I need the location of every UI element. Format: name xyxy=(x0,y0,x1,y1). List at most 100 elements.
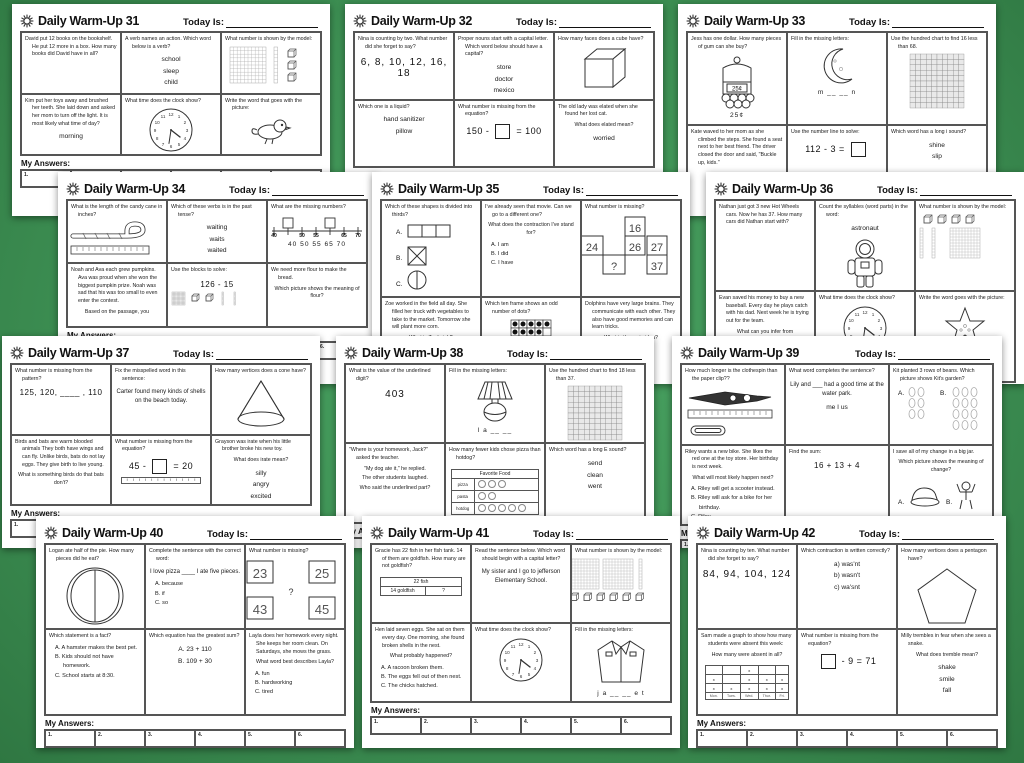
date-input-line[interactable] xyxy=(550,350,642,360)
date-field-group[interactable]: Today Is: xyxy=(849,17,988,28)
answer-choice[interactable]: angry xyxy=(252,481,270,489)
answer-cell[interactable]: 6. xyxy=(947,729,997,747)
date-input-line[interactable] xyxy=(586,186,678,196)
date-field-group[interactable]: Today Is: xyxy=(859,529,998,540)
answer-choice[interactable]: me I us xyxy=(826,403,848,411)
answer-choice[interactable]: hand sanitizer xyxy=(383,116,425,124)
answer-cell[interactable]: 3. xyxy=(145,729,195,747)
date-input-line[interactable] xyxy=(272,186,364,196)
answer-box[interactable] xyxy=(820,653,836,669)
answer-box[interactable] xyxy=(850,141,866,157)
date-field-group[interactable]: Today Is: xyxy=(516,17,655,28)
answer-choice[interactable]: smile xyxy=(939,675,955,683)
answer-choice[interactable]: A. fun xyxy=(255,671,270,678)
date-input-line[interactable] xyxy=(576,530,668,540)
answer-cell[interactable]: 1. xyxy=(697,729,747,747)
answer-choice[interactable]: mexico xyxy=(493,87,515,95)
answer-choice[interactable]: waits xyxy=(209,235,225,243)
answer-cell[interactable]: 4. xyxy=(521,717,571,735)
answer-choice[interactable]: c) wa'snt xyxy=(834,583,860,591)
answer-choice[interactable]: silly xyxy=(255,469,267,477)
answer-cell[interactable]: 2. xyxy=(95,729,145,747)
answer-cell[interactable]: 5. xyxy=(245,729,295,747)
answer-choice[interactable]: B. I did xyxy=(491,250,509,257)
answer-choice[interactable]: A. because xyxy=(155,581,183,588)
date-field-group[interactable]: Today Is: xyxy=(855,349,994,360)
answer-choice[interactable]: sleep xyxy=(163,67,179,75)
answer-choice[interactable]: B. Kids should not have homework. xyxy=(55,654,114,670)
answer-cell[interactable]: 6. xyxy=(621,717,671,735)
date-field-group[interactable]: Today Is: xyxy=(183,17,322,28)
answer-box[interactable] xyxy=(152,458,168,474)
answer-cell[interactable]: 4. xyxy=(195,729,245,747)
answer-choice[interactable]: slip xyxy=(932,153,942,161)
answer-choice[interactable]: B. 109 + 30 xyxy=(178,657,212,665)
answer-choice[interactable]: morning xyxy=(59,133,83,141)
date-field-group[interactable]: Today Is: xyxy=(533,529,672,540)
answer-choice[interactable]: send xyxy=(587,460,603,468)
answer-choice[interactable]: store xyxy=(496,64,512,72)
answer-choice[interactable]: B. The eggs fell out of then nest. xyxy=(381,674,462,681)
answer-cell[interactable]: 1. xyxy=(371,717,421,735)
answer-choice[interactable]: B. if xyxy=(155,590,165,597)
answer-box[interactable] xyxy=(495,123,511,139)
answer-cell[interactable]: 2. xyxy=(747,729,797,747)
answer-cell[interactable]: 6. xyxy=(295,729,345,747)
date-input-line[interactable] xyxy=(892,18,984,28)
date-field-group[interactable]: Today Is: xyxy=(543,185,682,196)
question-equation: - 9 = 71 xyxy=(801,653,893,669)
date-field-group[interactable]: Today Is: xyxy=(207,529,346,540)
answer-choice[interactable]: shine xyxy=(929,141,945,149)
answer-choice[interactable]: A. 23 + 110 xyxy=(178,646,212,654)
answer-choice[interactable]: C. I have xyxy=(491,260,514,267)
date-field-group[interactable]: Today Is: xyxy=(877,185,1016,196)
answer-cell[interactable]: 5. xyxy=(571,717,621,735)
answer-cell[interactable]: 2. xyxy=(421,717,471,735)
answer-choice[interactable]: clean xyxy=(587,471,603,479)
answer-choice[interactable]: waiting xyxy=(206,224,228,232)
answer-choices: me I us xyxy=(789,402,885,414)
answer-choice[interactable]: waited xyxy=(207,247,227,255)
answer-choice[interactable]: school xyxy=(161,56,181,64)
date-input-line[interactable] xyxy=(920,186,1012,196)
answer-choice[interactable]: B. Riley will ask for a bike for her bir… xyxy=(691,495,773,511)
answer-cell[interactable]: 3. xyxy=(797,729,847,747)
answer-choice[interactable]: worried xyxy=(593,134,615,142)
answer-choice[interactable]: A. A hamster makes the best pet. xyxy=(55,645,138,652)
answer-choice[interactable]: C. The chicks hatched. xyxy=(381,683,438,690)
date-field-group[interactable]: Today Is: xyxy=(507,349,646,360)
answer-choice[interactable]: C. so xyxy=(155,599,169,606)
answer-choice[interactable]: B. hardworking xyxy=(255,680,293,687)
answer-choice[interactable]: C. School starts at 8:30. xyxy=(55,672,115,679)
answer-choice[interactable]: A. Riley will get a scooter instead. xyxy=(691,486,775,493)
answer-cell[interactable]: 1. xyxy=(45,729,95,747)
answer-choice[interactable]: excited xyxy=(250,492,272,500)
date-input-line[interactable] xyxy=(250,530,342,540)
date-input-line[interactable] xyxy=(226,18,318,28)
answer-choice[interactable]: A. I am xyxy=(491,241,509,248)
answer-choice[interactable]: a) was'nt xyxy=(833,560,861,568)
answer-choice[interactable]: shake xyxy=(938,664,956,672)
answer-choice[interactable]: C. tired xyxy=(255,689,274,696)
answer-choice[interactable]: pillow xyxy=(395,127,413,135)
answer-cell[interactable]: 3. xyxy=(471,717,521,735)
date-field-group[interactable]: Today Is: xyxy=(173,349,312,360)
date-input-line[interactable] xyxy=(902,530,994,540)
date-input-line[interactable] xyxy=(559,18,651,28)
date-field-group[interactable]: Today Is: xyxy=(229,185,368,196)
answer-choice[interactable]: child xyxy=(164,79,178,87)
answer-choice[interactable]: A. A racoon broken them. xyxy=(381,664,444,671)
answer-cell[interactable]: 4. xyxy=(847,729,897,747)
date-input-line[interactable] xyxy=(898,350,990,360)
date-input-line[interactable] xyxy=(216,350,308,360)
answer-choice[interactable]: doctor xyxy=(494,75,514,83)
answer-choice[interactable]: went xyxy=(588,483,602,491)
answer-cell[interactable]: 5. xyxy=(897,729,947,747)
answer-choice[interactable]: b) wasn't xyxy=(833,572,861,580)
answer-choice[interactable]: fall xyxy=(942,687,952,695)
